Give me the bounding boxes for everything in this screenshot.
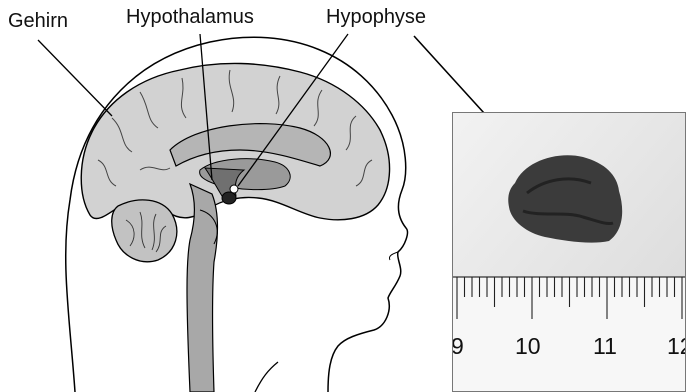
label-pituitary: Hypophyse	[326, 6, 426, 29]
specimen-photo-art	[453, 113, 686, 392]
label-brain: Gehirn	[8, 10, 68, 33]
ruler-label-11: 11	[593, 333, 617, 360]
pituitary-gland	[222, 192, 236, 204]
ruler-label-9: 9	[452, 333, 464, 360]
label-hypothalamus: Hypothalamus	[126, 6, 254, 29]
chin-line	[255, 362, 278, 392]
leader-line-brain	[38, 40, 112, 116]
ruler-label-10: 10	[515, 333, 541, 360]
ruler-label-12: 12	[667, 333, 686, 360]
arrow-to-photo	[414, 36, 494, 124]
pituitary-highlight	[230, 185, 238, 193]
specimen-photo: 9 10 11 12	[452, 112, 686, 392]
nose-detail	[389, 252, 398, 260]
cerebellum	[112, 200, 177, 262]
